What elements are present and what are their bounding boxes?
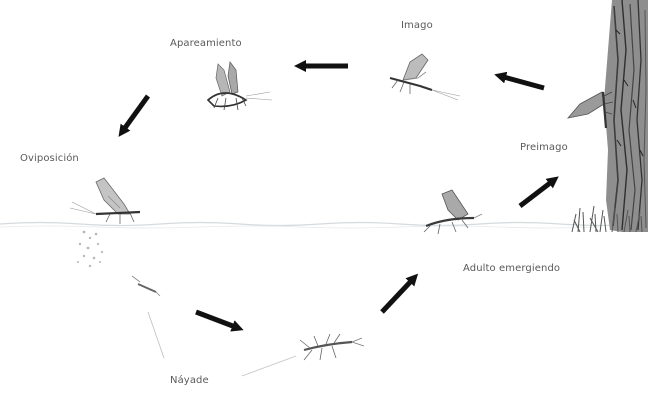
- tree-trunk-icon: [604, 0, 648, 232]
- mayfly-flying-icon: [390, 54, 460, 100]
- arrow-oviposicion-to-nayade: [196, 312, 238, 328]
- water-surface-line: [0, 223, 648, 226]
- arrow-preimago-to-imago: [500, 76, 544, 88]
- arrow-nayade-to-adulto: [382, 278, 414, 312]
- mating-mayflies-icon: [208, 62, 272, 110]
- pointer-line-nayade-left: [148, 312, 164, 358]
- egg-laying-mayfly-icon: [70, 178, 140, 224]
- pointer-line-nayade-right: [242, 356, 296, 376]
- emerging-adult-icon: [424, 190, 482, 234]
- water-surface-ripple: [0, 226, 600, 228]
- eggs-icon: [77, 231, 103, 268]
- stage-label-apareamiento: Apareamiento: [170, 38, 242, 49]
- arrow-apareamiento-to-oviposicion: [122, 96, 148, 132]
- stage-label-imago: Imago: [401, 20, 433, 31]
- nymph-icon: [300, 334, 364, 360]
- young-nymph-icon: [132, 276, 160, 296]
- stage-label-nayade: Náyade: [170, 375, 209, 386]
- stage-label-oviposicion: Oviposición: [20, 153, 79, 164]
- stage-label-preimago: Preimago: [520, 142, 568, 153]
- stage-label-adulto-emergiendo: Adulto emergiendo: [463, 263, 560, 274]
- arrow-adulto-to-preimago: [520, 180, 554, 206]
